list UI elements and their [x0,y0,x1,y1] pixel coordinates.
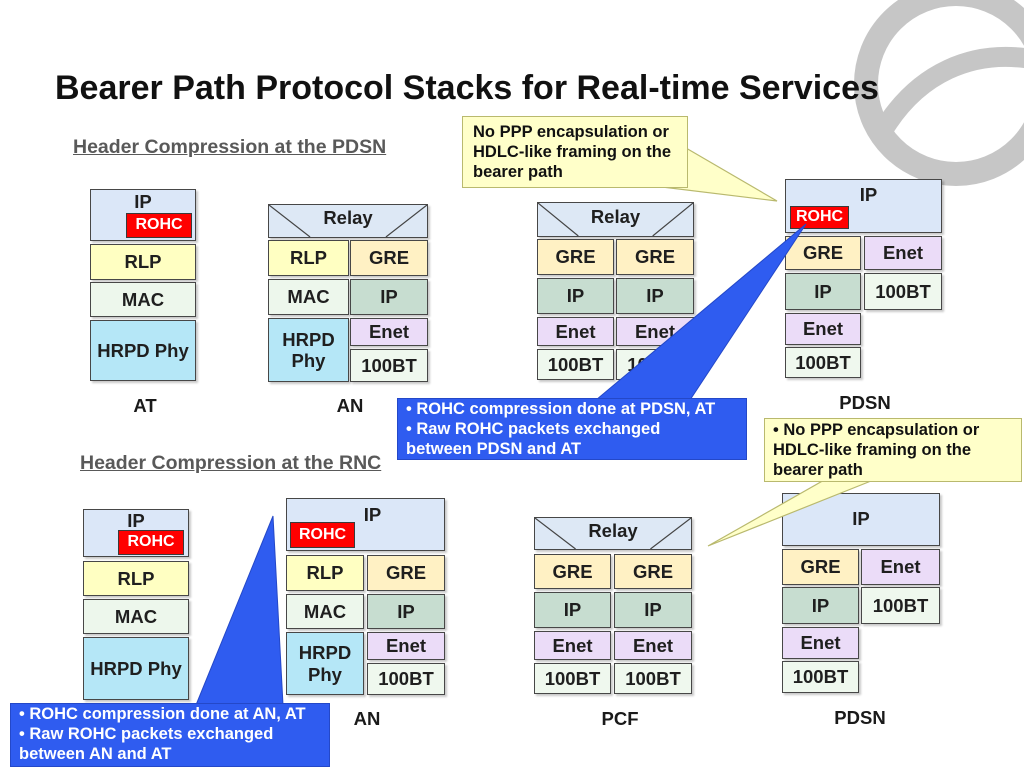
hrpd-phy-layer: HRPD Phy [268,318,349,382]
ip-layer: IP [785,273,861,310]
ip-label: IP [127,510,145,531]
framing-note-callout: No PPP encapsulation or HDLC-like framin… [462,116,688,188]
enet-layer: Enet [785,313,861,345]
gre-layer: GRE [537,239,614,275]
gre-layer: GRE [616,239,694,275]
enet-layer: Enet [367,632,445,660]
ip-layer: IP [782,493,940,546]
rohc-note-callout: ROHC compression done at PDSN, AT Raw RO… [397,398,747,460]
ip-layer: IP ROHC [785,179,942,233]
relay-layer: Relay [537,202,694,237]
ip-layer: IP [534,592,611,628]
rohc-layer: ROHC [126,213,192,238]
enet-layer: Enet [861,549,940,585]
rohc-note-pointer [195,515,284,706]
rohc-note-item: ROHC compression done at AN, AT [19,704,319,724]
ip-layer: IP ROHC [90,189,196,241]
rohc-note-item: Raw ROHC packets exchanged between AN an… [19,724,319,764]
gre-layer: GRE [350,240,428,276]
100bt-layer: 100BT [616,349,694,380]
rlp-layer: RLP [268,240,349,276]
rlp-layer: RLP [286,555,364,591]
enet-layer: Enet [614,631,692,660]
rohc-layer: ROHC [290,522,355,548]
mac-layer: MAC [286,594,364,629]
100bt-layer: 100BT [785,347,861,378]
enet-layer: Enet [782,627,859,659]
rlp-layer: RLP [83,561,189,596]
ip-label: IP [134,191,152,212]
section-heading-pdsn: Header Compression at the PDSN [73,136,387,158]
mac-layer: MAC [83,599,189,634]
section-heading-rnc: Header Compression at the RNC [80,452,382,474]
rohc-layer: ROHC [118,530,184,555]
100bt-layer: 100BT [861,587,940,624]
globe-swoosh-icon [854,0,1024,186]
ip-label: IP [852,508,870,529]
relay-label: Relay [588,519,638,541]
relay-layer: Relay [534,517,692,550]
100bt-layer: 100BT [367,663,445,695]
ip-label: IP [859,184,878,205]
relay-lines [269,205,427,237]
hrpd-phy-layer: HRPD Phy [90,320,196,381]
slide-title: Bearer Path Protocol Stacks for Real-tim… [55,69,879,107]
mac-layer: MAC [268,279,349,315]
relay-label: Relay [323,207,373,229]
enet-layer: Enet [616,317,694,346]
relay-label: Relay [590,205,641,227]
node-label-an: AN [353,708,381,729]
ip-layer: IP ROHC [286,498,445,551]
node-label-at: AT [133,395,157,416]
relay-layer: Relay [268,204,428,238]
ip-layer: IP [367,594,445,629]
rohc-layer: ROHC [790,206,849,229]
ip-layer: IP [537,278,614,314]
framing-note-text: No PPP encapsulation or HDLC-like framin… [473,123,672,181]
100bt-layer: 100BT [614,663,692,694]
node-label-pdsn: PDSN [834,707,886,728]
ip-layer: IP ROHC [83,509,189,557]
gre-layer: GRE [785,236,861,270]
ip-layer: IP [614,592,692,628]
100bt-layer: 100BT [534,663,611,694]
ip-layer: IP [616,278,694,314]
hrpd-phy-layer: HRPD Phy [286,632,364,695]
gre-layer: GRE [782,549,859,585]
rlp-layer: RLP [90,244,196,280]
100bt-layer: 100BT [350,349,428,382]
node-label-pdsn: PDSN [839,392,891,413]
enet-layer: Enet [534,631,611,660]
rohc-note-item: Raw ROHC packets exchanged between PDSN … [406,419,724,459]
100bt-layer: 100BT [782,661,859,693]
100bt-layer: 100BT [537,349,614,380]
hrpd-phy-layer: HRPD Phy [83,637,189,700]
100bt-layer: 100BT [864,273,942,310]
ip-layer: IP [350,279,428,315]
ip-label: IP [363,504,382,525]
gre-layer: GRE [614,554,692,589]
node-label-an: AN [336,395,364,416]
gre-layer: GRE [367,555,445,591]
mac-layer: MAC [90,282,196,317]
framing-note-callout: No PPP encapsulation or HDLC-like framin… [764,418,1022,482]
node-label-pcf: PCF [601,708,639,729]
rohc-note-item: ROHC compression done at PDSN, AT [406,399,724,419]
enet-layer: Enet [537,317,614,346]
enet-layer: Enet [350,318,428,346]
enet-layer: Enet [864,236,942,270]
rohc-note-callout: ROHC compression done at AN, AT Raw ROHC… [10,703,330,767]
gre-layer: GRE [534,554,611,589]
relay-lines [535,518,691,549]
ip-layer: IP [782,587,859,624]
framing-note-text: No PPP encapsulation or HDLC-like framin… [773,420,1013,480]
